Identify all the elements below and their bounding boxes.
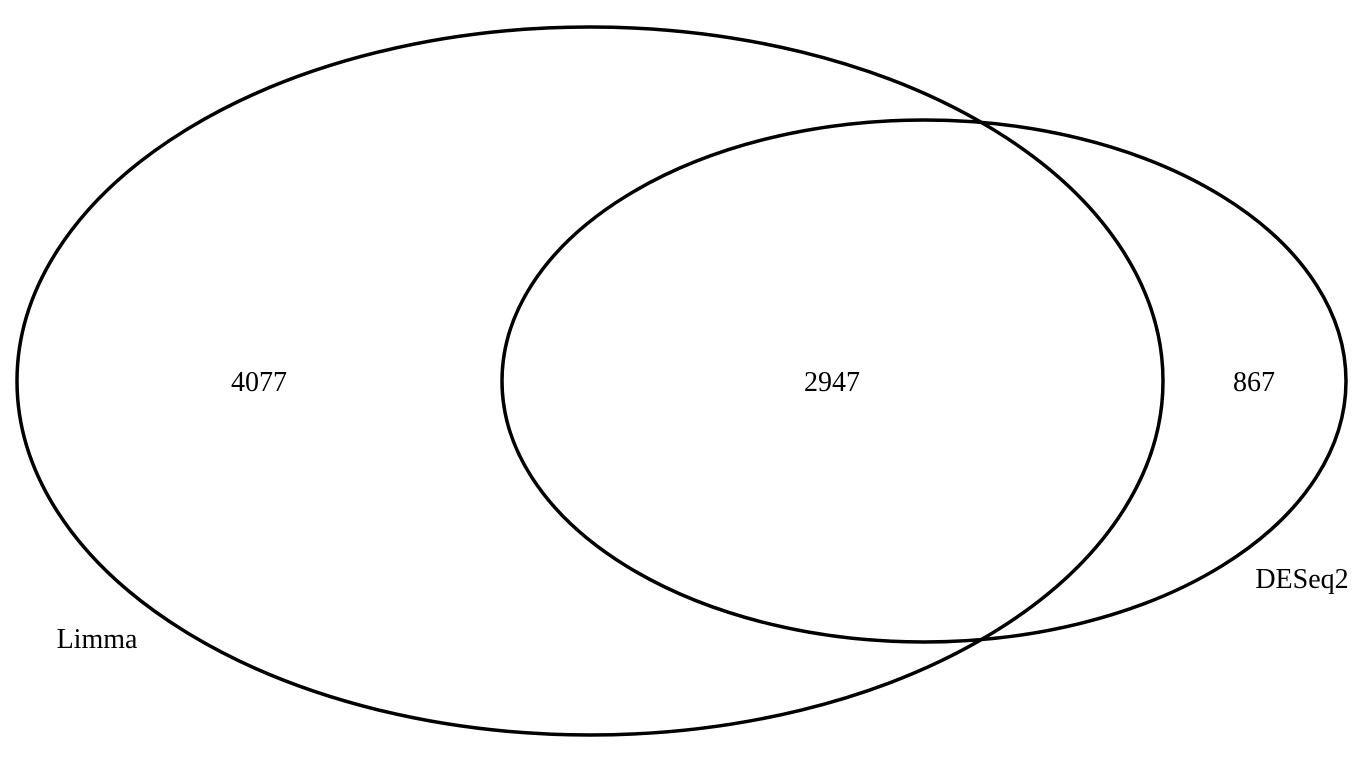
deseq2-only-count: 867 bbox=[1233, 367, 1275, 398]
limma-only-count: 4077 bbox=[231, 367, 287, 398]
deseq2-set-ellipse bbox=[500, 118, 1348, 644]
deseq2-set-label: DESeq2 bbox=[1255, 564, 1348, 595]
intersection-count: 2947 bbox=[804, 367, 860, 398]
limma-set-label: Limma bbox=[57, 624, 138, 655]
limma-set-ellipse bbox=[15, 25, 1165, 737]
